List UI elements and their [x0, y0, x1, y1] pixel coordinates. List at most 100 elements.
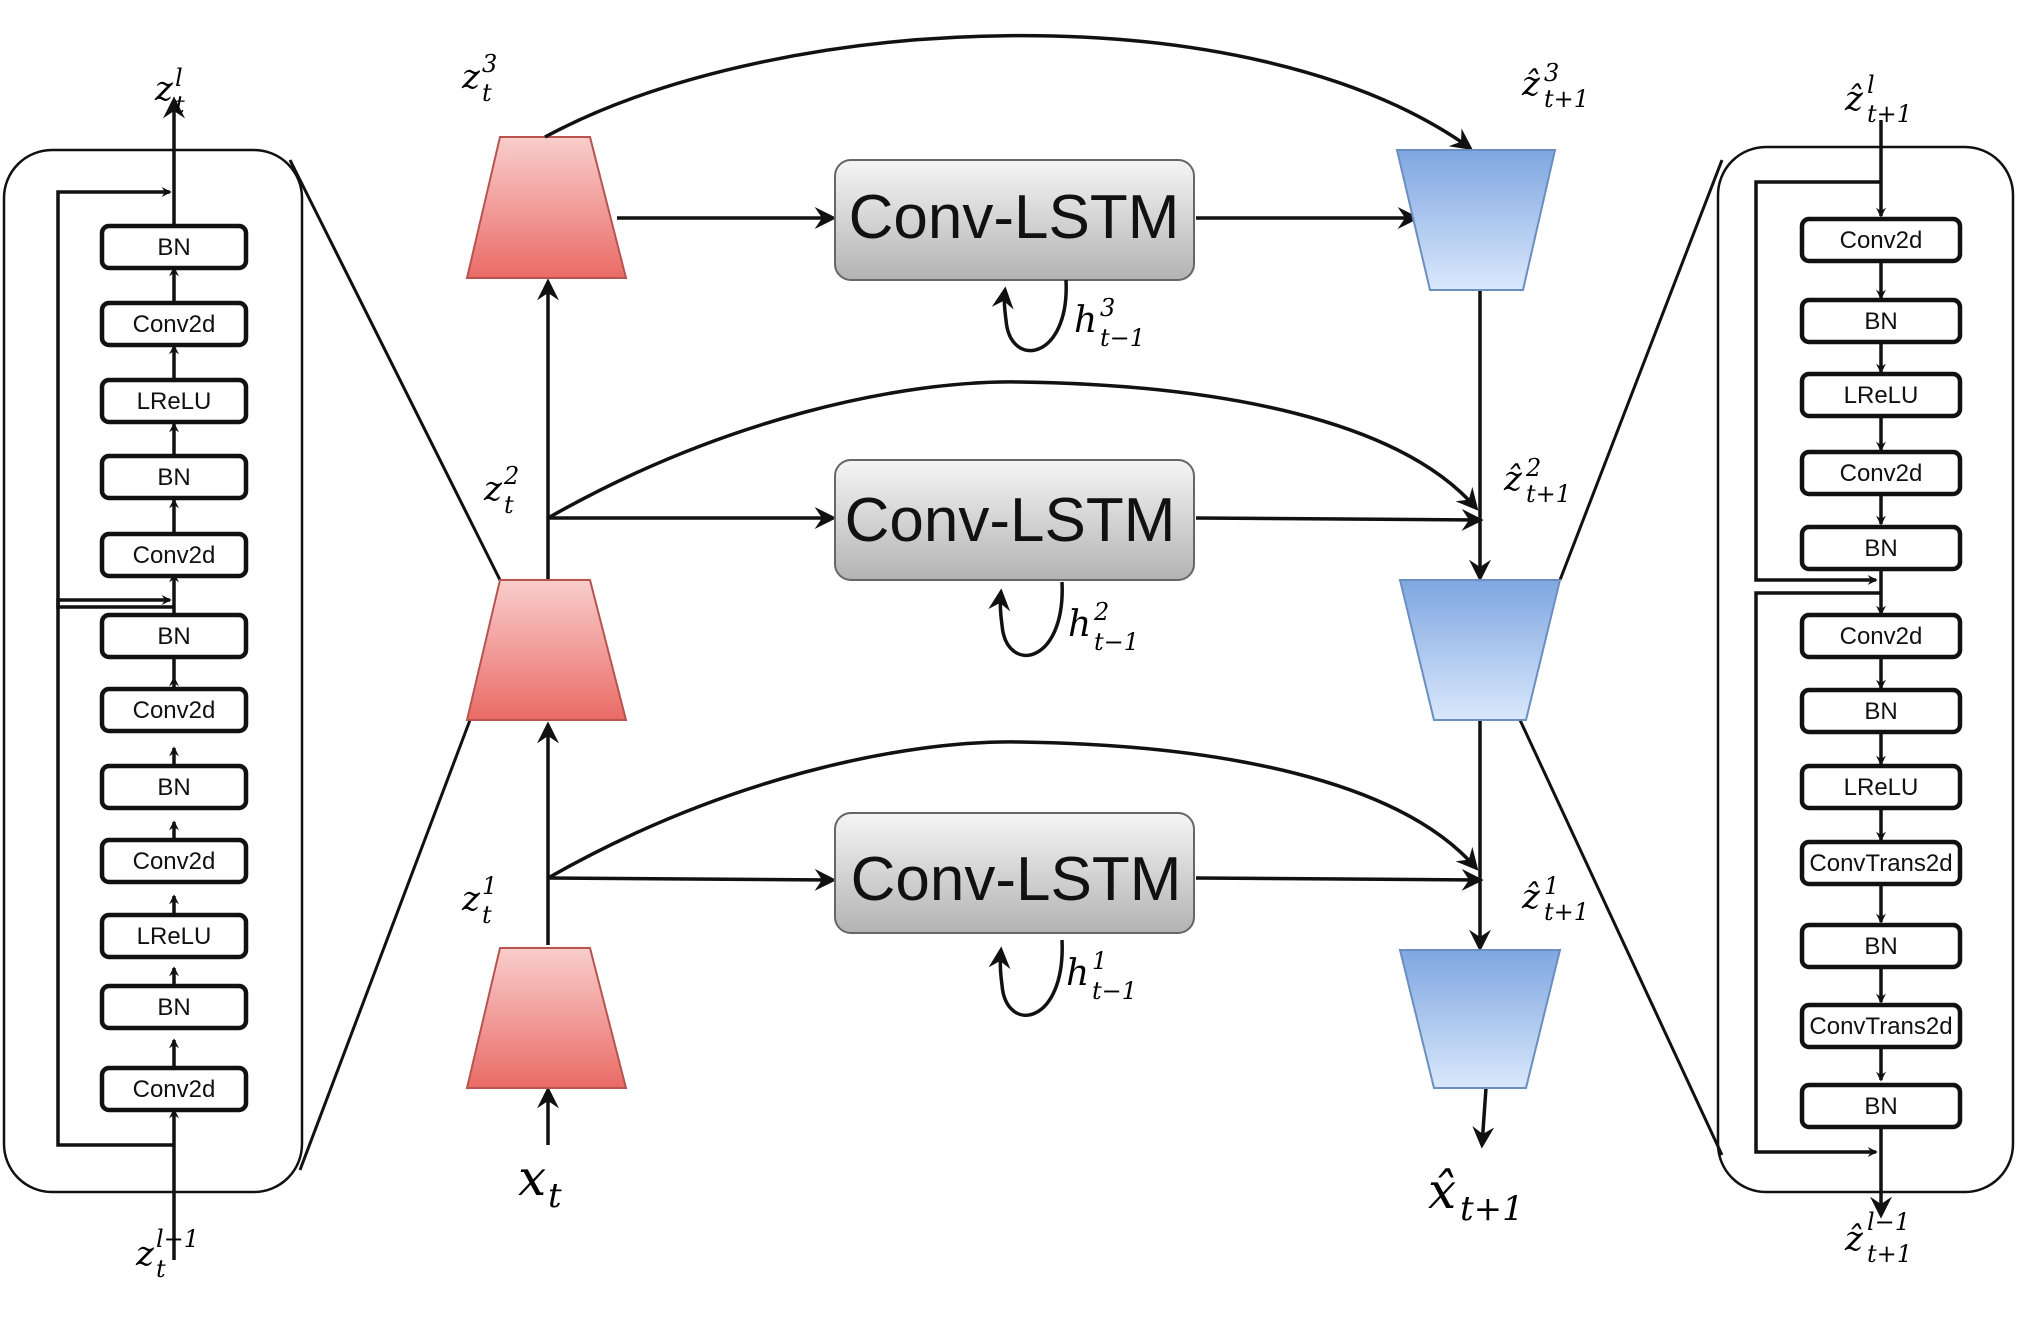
- layer-box: [1799, 449, 1963, 497]
- decoder-detail-block: Conv2dBNLReLUConv2dBNConv2dBNLReLUConvTr…: [1518, 71, 2015, 1268]
- output-label: x̂ t+1: [1428, 1162, 1524, 1229]
- dec-skip-connection: [1754, 180, 1881, 585]
- layer-box: [1799, 763, 1963, 811]
- layer-label: BN: [157, 774, 190, 801]
- label-sup: 3: [1544, 59, 1559, 87]
- layer-label: Conv2d: [133, 311, 216, 338]
- label-base: ẑ: [1844, 1219, 1864, 1259]
- layer-box: [1799, 612, 1963, 660]
- layer-label: BN: [157, 623, 190, 650]
- layer-box: [99, 837, 249, 885]
- label-sub: t+1: [1867, 1240, 1912, 1268]
- layer-box: [1799, 524, 1963, 572]
- zoom-line: [1558, 159, 1724, 581]
- conv-lstm-3-recurrent-loop: [991, 279, 1068, 353]
- output-arrow: [1472, 1087, 1495, 1149]
- layer-label: BN: [157, 464, 190, 491]
- zoom-line: [298, 719, 472, 1171]
- skip-curves: [544, 33, 1479, 880]
- layer-label: BN: [1864, 535, 1897, 562]
- layer-box: [1799, 1082, 1963, 1130]
- label-base: ẑ: [1521, 877, 1541, 917]
- label-sup: 1: [482, 872, 497, 900]
- encoder-2-trapezoid: [465, 579, 628, 721]
- encoder-1-to-lstm-arrow: [547, 868, 837, 891]
- label-sub: t−1: [1094, 628, 1139, 656]
- layer-label: ConvTrans2d: [1809, 850, 1952, 877]
- decoder-1-label: ẑ 1 t+1: [1521, 872, 1589, 926]
- layer-label: Conv2d: [133, 1076, 216, 1103]
- dec-skip-connection: [1754, 591, 1881, 1157]
- layer-label: BN: [1864, 933, 1897, 960]
- enc-output-label: z l t: [154, 64, 185, 119]
- label-base: z: [154, 69, 174, 109]
- label-base: z: [461, 57, 481, 97]
- label-base: x̂: [1428, 1162, 1456, 1220]
- label-sup: 1: [1544, 872, 1559, 900]
- enc-input-label: z l−1 t: [135, 1225, 199, 1283]
- layer-box: [99, 983, 249, 1031]
- label-sub: t+1: [1460, 1189, 1524, 1229]
- layer-box: [99, 453, 249, 501]
- encoder-column: z 3 t z 2 t z 1 t x t: [461, 50, 628, 1216]
- label-sup: 2: [503, 462, 519, 490]
- conv-lstm-1-box: [834, 812, 1195, 934]
- conv-lstm-column: Conv-LSTM h 3 t−1 Conv-LSTM h 2 t−1 Conv…: [547, 159, 1484, 1017]
- encoder-detail-block: BNConv2dLReLUBNConv2dBNConv2dBNConv2dLRe…: [2, 64, 502, 1283]
- layer-box: [99, 763, 249, 811]
- label-sub: t: [175, 91, 185, 119]
- label-base: z: [135, 1234, 155, 1274]
- decoder-3-label: ẑ 3 t+1: [1521, 59, 1589, 113]
- decoder-detail-frame: [1716, 145, 2015, 1194]
- label-base: ẑ: [1844, 79, 1864, 119]
- label-sub: t−1: [1100, 324, 1145, 352]
- layer-label: BN: [157, 234, 190, 261]
- label-base: h: [1074, 300, 1097, 341]
- layer-box: [99, 686, 249, 734]
- decoder-1-trapezoid: [1398, 949, 1562, 1089]
- layer-label: BN: [1864, 1093, 1897, 1120]
- layer-label: ConvTrans2d: [1809, 1013, 1952, 1040]
- conv-lstm-2-label: Conv-LSTM: [845, 486, 1176, 555]
- conv-lstm-2-box: [834, 459, 1195, 581]
- encoder-layer-stack: BNConv2dLReLUBNConv2dBNConv2dBNConv2dLRe…: [99, 223, 249, 1113]
- label-sub: t: [482, 79, 492, 107]
- encoder-2-label: z 2 t: [483, 462, 519, 519]
- layer-box: [99, 377, 249, 425]
- layer-box: [99, 912, 249, 960]
- conv-lstm-2-recurrent-loop: [988, 581, 1064, 657]
- label-sup: l−1: [1867, 1208, 1910, 1236]
- layer-box: [99, 531, 249, 579]
- label-base: h: [1066, 953, 1089, 994]
- layer-label: BN: [1864, 308, 1897, 335]
- layer-box: [1799, 371, 1963, 419]
- label-sup: 2: [1093, 598, 1109, 626]
- layer-label: LReLU: [137, 388, 212, 415]
- layer-label: Conv2d: [133, 542, 216, 569]
- label-base: h: [1068, 604, 1091, 645]
- encoder-1-label: z 1 t: [461, 872, 497, 929]
- input-label: x t: [518, 1149, 562, 1216]
- lstm-2-to-decoder-arrow: [1195, 508, 1484, 531]
- encoder-detail-frame: [2, 148, 304, 1194]
- decoder-3-trapezoid: [1395, 149, 1557, 291]
- enc-skip-connection: [56, 187, 174, 609]
- decoder-2-label: ẑ 2 t+1: [1503, 454, 1571, 508]
- skip-curve-level-2: [547, 380, 1479, 520]
- layer-box: [99, 612, 249, 660]
- label-sup: l: [1867, 71, 1875, 99]
- layer-label: Conv2d: [133, 697, 216, 724]
- hidden-2-label: h 2 t−1: [1068, 598, 1139, 656]
- dec-output-label: ẑ l−1 t+1: [1844, 1208, 1912, 1268]
- label-base: x: [518, 1149, 546, 1207]
- layer-label: LReLU: [1844, 382, 1919, 409]
- skip-curve-level-1: [547, 740, 1479, 880]
- layer-label: Conv2d: [133, 848, 216, 875]
- conv-lstm-3-label: Conv-LSTM: [849, 183, 1180, 252]
- layer-box: [99, 300, 249, 348]
- label-base: ẑ: [1521, 64, 1541, 104]
- layer-box: [1799, 297, 1963, 345]
- layer-box: [1799, 839, 1963, 887]
- encoder-1-trapezoid: [465, 947, 628, 1089]
- layer-box: [1799, 1002, 1963, 1050]
